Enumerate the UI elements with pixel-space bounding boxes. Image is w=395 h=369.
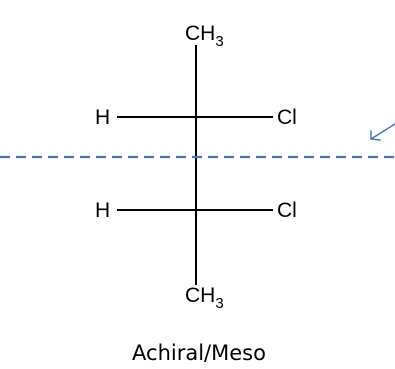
lower-left-substituent: H (95, 199, 110, 222)
top-methyl-group: CH3 (185, 22, 224, 50)
bottom-methyl-group: CH3 (185, 284, 224, 312)
caption-achiral-meso: Achiral/Meso (132, 341, 266, 365)
upper-right-substituent: Cl (277, 106, 297, 129)
upper-left-substituent: H (95, 106, 110, 129)
bottom-methyl-main: CH (185, 284, 215, 307)
lower-right-substituent: Cl (277, 199, 297, 222)
top-methyl-main: CH (185, 22, 215, 45)
bottom-methyl-subscript: 3 (215, 295, 223, 312)
arrow-pointer-icon (370, 123, 395, 141)
top-methyl-subscript: 3 (215, 33, 223, 50)
